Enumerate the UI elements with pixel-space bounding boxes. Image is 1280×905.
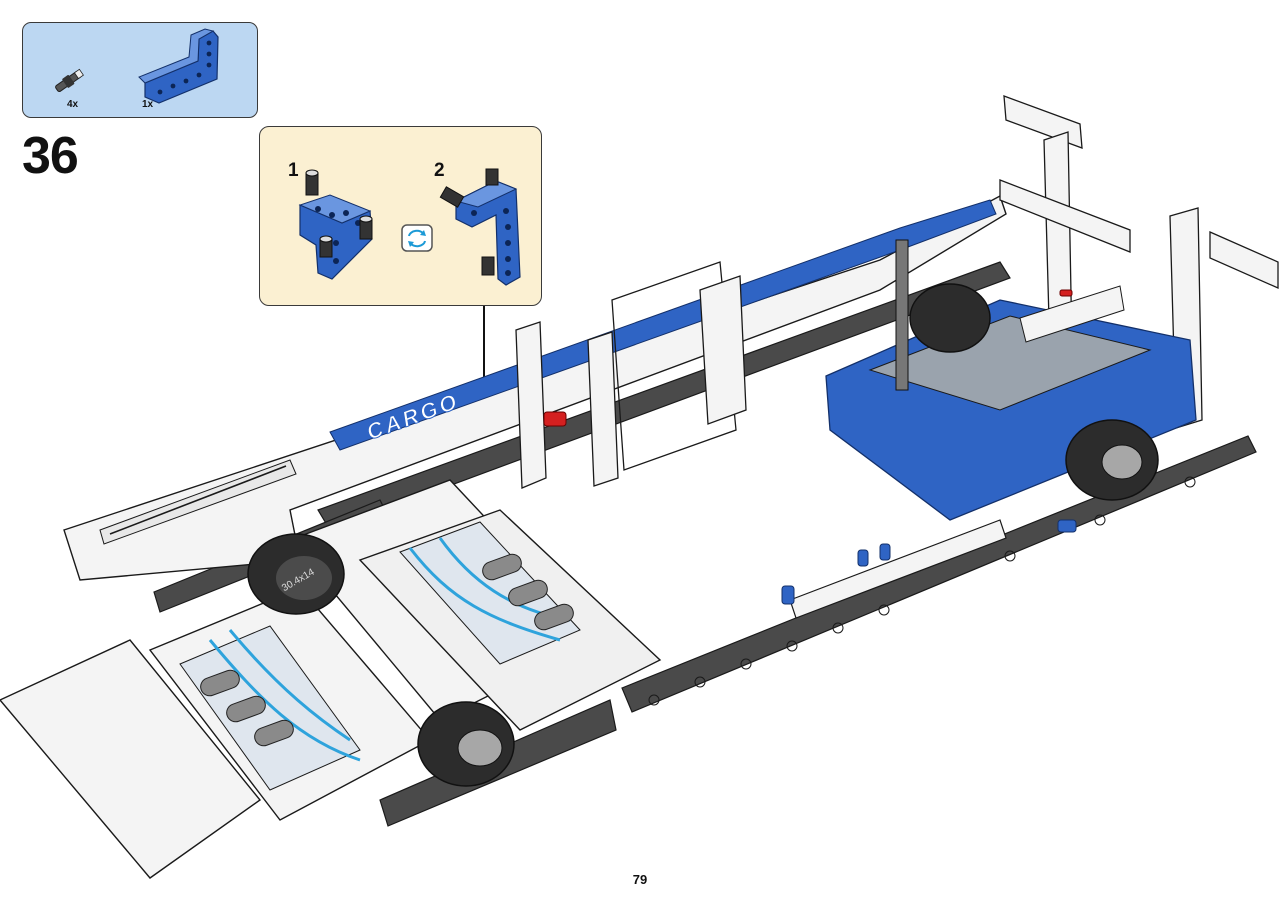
white-cross-beam xyxy=(789,519,1007,619)
blue-pins xyxy=(781,519,1077,605)
blue-swoosh-decals xyxy=(208,537,571,762)
red-parts xyxy=(543,289,1073,427)
sub-assembly-box: 1 2 xyxy=(259,126,542,306)
wheels: 30.4x14 xyxy=(247,283,1159,787)
chassis-dark-beams xyxy=(153,261,1257,827)
wheel-rear-left xyxy=(909,283,991,353)
axle-pin-part xyxy=(55,68,84,93)
step-number: 36 xyxy=(22,127,79,185)
callout-arrow-head xyxy=(478,380,490,394)
parts-list-box: 4x 1x xyxy=(22,22,258,118)
wheel-front-left: 30.4x14 xyxy=(247,533,345,615)
front-white-panels xyxy=(0,479,662,879)
sub-step-1-number: 1 xyxy=(288,160,299,181)
beam-holes xyxy=(648,476,1196,706)
vertical-axle xyxy=(895,239,909,391)
white-uprights xyxy=(515,95,1279,489)
cargo-decal: CARGO xyxy=(363,388,463,445)
rotate-icon xyxy=(401,224,433,252)
sub-assembly-illustration xyxy=(298,168,521,286)
sub-step-2-number: 2 xyxy=(434,160,445,181)
sub-step-1-model xyxy=(298,169,373,280)
parts-qty-pin: 4x xyxy=(67,99,79,110)
page-number: 79 xyxy=(632,872,648,887)
l-beam-part xyxy=(138,28,219,104)
sub-step-2-model xyxy=(439,168,521,286)
wheel-front-right xyxy=(417,701,515,787)
parts-qty-beam: 1x xyxy=(142,99,154,110)
tire-sidewall-text: 30.4x14 xyxy=(280,567,317,595)
oval-decals xyxy=(200,553,574,747)
parts-list-illustration xyxy=(55,28,219,104)
wheel-rear-right xyxy=(1065,419,1159,501)
blue-rear-frame xyxy=(825,285,1197,521)
